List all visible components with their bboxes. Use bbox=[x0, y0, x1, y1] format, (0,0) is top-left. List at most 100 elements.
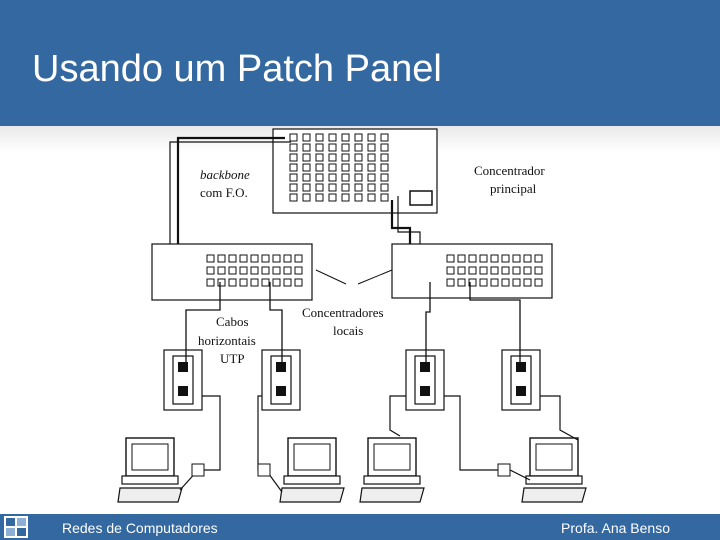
port bbox=[468, 266, 477, 275]
utp-cable-2 bbox=[269, 282, 283, 362]
port bbox=[328, 193, 337, 202]
logo-icon bbox=[4, 516, 28, 538]
patch-cord-4 bbox=[540, 395, 579, 441]
port bbox=[468, 278, 477, 287]
backbone-label-2: com F.O. bbox=[200, 185, 248, 200]
footer-author: Profa. Ana Benso bbox=[561, 520, 670, 536]
port bbox=[283, 266, 292, 275]
port bbox=[328, 163, 337, 172]
title-bar bbox=[0, 0, 720, 126]
port bbox=[294, 278, 303, 287]
port bbox=[228, 254, 237, 263]
port bbox=[490, 254, 499, 263]
port bbox=[523, 266, 532, 275]
port bbox=[354, 183, 363, 192]
patch-cord-1 bbox=[179, 395, 221, 491]
utp-cable-1 bbox=[185, 282, 221, 362]
port bbox=[315, 183, 324, 192]
backbone-fiber-left bbox=[176, 136, 285, 258]
port bbox=[446, 266, 455, 275]
port bbox=[490, 278, 499, 287]
footer-course: Redes de Computadores bbox=[62, 520, 218, 536]
port bbox=[479, 278, 488, 287]
port bbox=[341, 163, 350, 172]
port bbox=[328, 183, 337, 192]
port bbox=[523, 254, 532, 263]
wall-outlet-4 bbox=[501, 349, 541, 411]
port bbox=[289, 153, 298, 162]
backbone-label: backbone bbox=[200, 167, 250, 182]
port bbox=[283, 278, 292, 287]
computer-4 bbox=[521, 437, 587, 503]
port bbox=[354, 173, 363, 182]
port bbox=[294, 254, 303, 263]
port bbox=[341, 153, 350, 162]
port bbox=[302, 173, 311, 182]
wall-outlet-2 bbox=[261, 349, 301, 411]
port bbox=[479, 254, 488, 263]
local-hubs-label-2: locais bbox=[333, 323, 363, 338]
port bbox=[228, 278, 237, 287]
patch-cord-3 bbox=[389, 395, 406, 437]
port bbox=[512, 254, 521, 263]
utp-cable-4 bbox=[469, 282, 521, 362]
backbone-fiber-left-2 bbox=[169, 141, 291, 258]
main-hub bbox=[272, 128, 438, 214]
port bbox=[328, 143, 337, 152]
port bbox=[534, 254, 543, 263]
port bbox=[239, 266, 248, 275]
port bbox=[354, 133, 363, 142]
wall-outlet-3 bbox=[405, 349, 445, 411]
port bbox=[289, 163, 298, 172]
port bbox=[512, 278, 521, 287]
port bbox=[206, 278, 215, 287]
port bbox=[501, 254, 510, 263]
main-hub-label: Concentrador bbox=[474, 163, 545, 178]
port bbox=[217, 266, 226, 275]
utp-cable-3 bbox=[425, 282, 431, 362]
port bbox=[367, 153, 376, 162]
port bbox=[315, 133, 324, 142]
utp-cables-label-2: horizontais bbox=[198, 333, 256, 348]
port bbox=[206, 254, 215, 263]
backbone-fiber-right bbox=[390, 200, 412, 254]
port bbox=[289, 143, 298, 152]
port bbox=[289, 133, 298, 142]
port bbox=[367, 193, 376, 202]
port bbox=[367, 143, 376, 152]
port bbox=[261, 278, 270, 287]
port bbox=[272, 254, 281, 263]
slide-title: Usando um Patch Panel bbox=[32, 48, 442, 90]
port bbox=[302, 183, 311, 192]
port bbox=[239, 278, 248, 287]
port bbox=[341, 183, 350, 192]
port bbox=[302, 153, 311, 162]
port bbox=[380, 133, 389, 142]
port bbox=[261, 266, 270, 275]
port bbox=[289, 173, 298, 182]
port bbox=[367, 173, 376, 182]
port bbox=[328, 153, 337, 162]
port bbox=[328, 173, 337, 182]
pointer-local-left bbox=[315, 269, 347, 285]
port bbox=[446, 278, 455, 287]
utp-cables-label: Cabos bbox=[216, 314, 249, 329]
port bbox=[380, 163, 389, 172]
port bbox=[479, 266, 488, 275]
utp-cables-label-3: UTP bbox=[220, 351, 245, 366]
port bbox=[367, 133, 376, 142]
computer-1 bbox=[117, 437, 183, 503]
local-hub-right-ports bbox=[446, 254, 543, 287]
pointer-local-right bbox=[357, 269, 393, 285]
port bbox=[446, 254, 455, 263]
port bbox=[206, 266, 215, 275]
port bbox=[457, 254, 466, 263]
port bbox=[272, 266, 281, 275]
port bbox=[302, 133, 311, 142]
port bbox=[272, 278, 281, 287]
port bbox=[367, 183, 376, 192]
port bbox=[534, 266, 543, 275]
port bbox=[457, 266, 466, 275]
backbone-fiber-right-2 bbox=[397, 196, 421, 254]
